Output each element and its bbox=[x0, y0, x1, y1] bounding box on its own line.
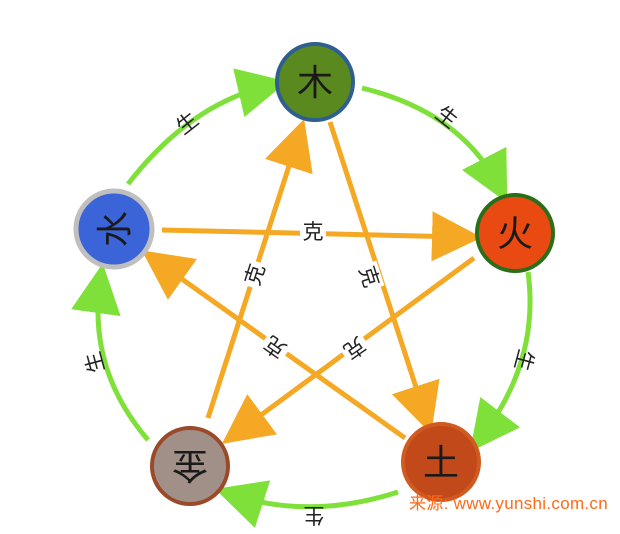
overcome-labels: 克 克 克 克 克 bbox=[239, 220, 385, 366]
generation-cycle bbox=[71, 68, 533, 528]
metal-seal-glyph: 金 bbox=[172, 444, 208, 485]
earth-seal-glyph: 土 bbox=[423, 443, 459, 484]
overcome-cycle bbox=[141, 118, 482, 444]
generate-label-fire-earth: 生 bbox=[510, 347, 539, 373]
fire-seal-glyph: 火 bbox=[497, 214, 533, 255]
node-fire: 火 bbox=[475, 193, 555, 273]
node-metal: 金 bbox=[150, 426, 230, 506]
generate-arrow-fire-to-earth bbox=[469, 271, 533, 452]
wood-seal-glyph: 木 bbox=[297, 63, 333, 104]
generate-arrow-wood-to-fire bbox=[361, 85, 508, 203]
node-wood: 木 bbox=[275, 42, 355, 122]
generate-label-earth-metal: 生 bbox=[304, 503, 325, 527]
generate-arrow-water-to-wood bbox=[126, 68, 288, 186]
node-earth: 土 bbox=[401, 422, 481, 502]
generate-arrow-earth-to-metal bbox=[214, 480, 399, 528]
generate-label-wood-fire: 生 bbox=[431, 101, 462, 133]
node-water: 水 bbox=[73, 188, 155, 270]
generate-arrow-metal-to-water bbox=[71, 263, 150, 442]
overcome-label-water-fire: 克 bbox=[303, 220, 324, 244]
water-seal-glyph: 水 bbox=[95, 211, 136, 247]
source-watermark: 来源: www.yunshi.com.cn bbox=[408, 494, 608, 513]
